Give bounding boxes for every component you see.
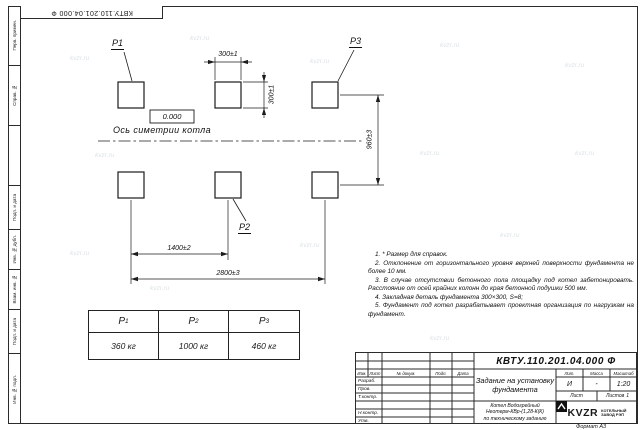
kvzr-logo-icon: [556, 401, 567, 412]
massa-header: Масса: [590, 370, 603, 376]
doc-number-rotated: КВТУ.110.201.04.000 Ф: [50, 8, 133, 16]
side-box-perv-primen: Перв. примен.: [8, 6, 20, 66]
gost-side-column: Перв. примен. Справ. № Подп. и дата Инв.…: [8, 6, 21, 424]
side-box-inv-podl: Инв. № подл.: [8, 354, 20, 424]
load-table-value-p2: 1000 кг: [159, 333, 229, 359]
sheets-cell: Листов 1: [597, 391, 638, 401]
company-line-2: ЗАВОД РЭП: [601, 412, 625, 417]
massa-value: -: [595, 380, 598, 388]
p-subscript: 1: [125, 318, 129, 325]
elevation-label: 0.000: [162, 111, 182, 121]
row-label-razrab: Разраб.: [358, 378, 376, 384]
load-table-value-p1: 360 кг: [89, 333, 159, 359]
row-label-tkontr: Т.контр.: [358, 394, 378, 400]
dim-300-width-label: 300±1: [218, 51, 238, 58]
load-table-value-p3: 460 кг: [251, 341, 277, 351]
col-header-dokum: № докум.: [396, 370, 416, 376]
note-4: 4. Закладная деталь фундамента 300×300, …: [375, 293, 524, 301]
notes-block: 1. * Размер для справок. 2. Отклонение о…: [368, 251, 634, 320]
row-label-prov: Пров.: [358, 386, 371, 392]
format-label: Формат А3: [576, 424, 607, 430]
title-block: КВТУ.110.201.04.000 Ф Изм. Лист № докум.…: [355, 352, 637, 424]
side-label: Инв. № дубл.: [11, 235, 17, 264]
axis-of-symmetry-label: Ось симетрии котла: [113, 125, 212, 135]
load-point-p1-label: Р1: [111, 38, 125, 50]
masshtab-value: 1:20: [616, 380, 631, 388]
company-name: KVZR: [567, 407, 599, 419]
title-block-grid: [356, 353, 636, 423]
subtitle-line-3: по техническому заданию: [483, 415, 547, 422]
sheets-value: 1: [626, 393, 629, 399]
dim-2800-label: 2800±3: [216, 269, 240, 277]
col-header-list: Лист: [369, 370, 381, 376]
company-logo-block: KVZR КОТЕЛЬНЫЙ ЗАВОД РЭП: [556, 401, 638, 425]
sheet-label: Лист: [570, 393, 583, 399]
subtitle-line-1: Котел Водогрейный: [490, 402, 540, 409]
note-1: 1. * Размер для справок.: [375, 251, 448, 258]
load-point-p2-label: Р2: [238, 222, 252, 234]
p-subscript: 3: [265, 318, 270, 325]
note-5: 5. Фундамент под котел разрабатывает про…: [368, 302, 634, 319]
p-symbol: Р: [188, 316, 196, 327]
side-box-sprav-no: Справ. №: [8, 66, 20, 126]
p-subscript: 2: [195, 318, 199, 325]
title-block-doc-number: КВТУ.110.201.04.000 Ф: [496, 355, 616, 367]
side-label: Инв. № подл.: [11, 374, 17, 404]
col-header-izm: Изм.: [357, 370, 367, 376]
masshtab-header: Масштаб: [613, 370, 634, 376]
sheet-frame: [8, 6, 638, 424]
row-label-nkontr: Н.контр.: [358, 410, 379, 416]
drawing-subtitle: Котел Водогрейный Неотерм-КВр-(1,28-К(К)…: [475, 402, 556, 424]
note-2: 2. Отклонение от горизонтального уровня …: [368, 259, 634, 276]
side-box-empty: [8, 126, 20, 186]
side-label: Справ. №: [11, 85, 17, 106]
dim-1400-label: 1400±2: [167, 244, 191, 252]
lit-value: И: [566, 380, 572, 388]
p-symbol: Р: [258, 316, 266, 327]
lit-header: Лит.: [564, 370, 575, 376]
side-box-inv-dubl: Инв. № дубл.: [8, 230, 20, 270]
side-label: Подп. и дата: [11, 317, 17, 346]
side-box-vzam-inv: Взам. инв. №: [8, 270, 20, 310]
company-line-1: КОТЕЛЬНЫЙ: [601, 407, 627, 413]
p-symbol: Р: [118, 316, 126, 327]
note-3: 3. В случае отсутствии бетонного пола пл…: [368, 276, 634, 293]
side-label: Подп. и дата: [11, 193, 17, 222]
load-point-p3-label: Р3: [349, 36, 363, 48]
company-description: КОТЕЛЬНЫЙ ЗАВОД РЭП: [601, 407, 627, 418]
row-label-utv: Утв.: [358, 418, 369, 424]
drawing-title: Задание на установку фундамента: [475, 375, 555, 394]
col-header-podp: Подп.: [435, 370, 447, 376]
side-box-podp-data-1: Подп. и дата: [8, 186, 20, 230]
sheets-label: Листов: [606, 393, 625, 399]
side-box-podp-data-2: Подп. и дата: [8, 310, 20, 354]
side-label: Взам. инв. №: [11, 275, 17, 304]
side-label: Перв. примен.: [11, 20, 17, 51]
dim-960-label: 960±3: [366, 129, 374, 150]
dim-300-height-label: 300±1: [268, 84, 276, 105]
col-header-data: Дата: [457, 370, 469, 376]
top-doc-number-stamp: КВТУ.110.201.04.000 Ф: [21, 6, 164, 19]
subtitle-line-2: Неотерм-КВр-(1,28-К(К): [485, 409, 545, 416]
